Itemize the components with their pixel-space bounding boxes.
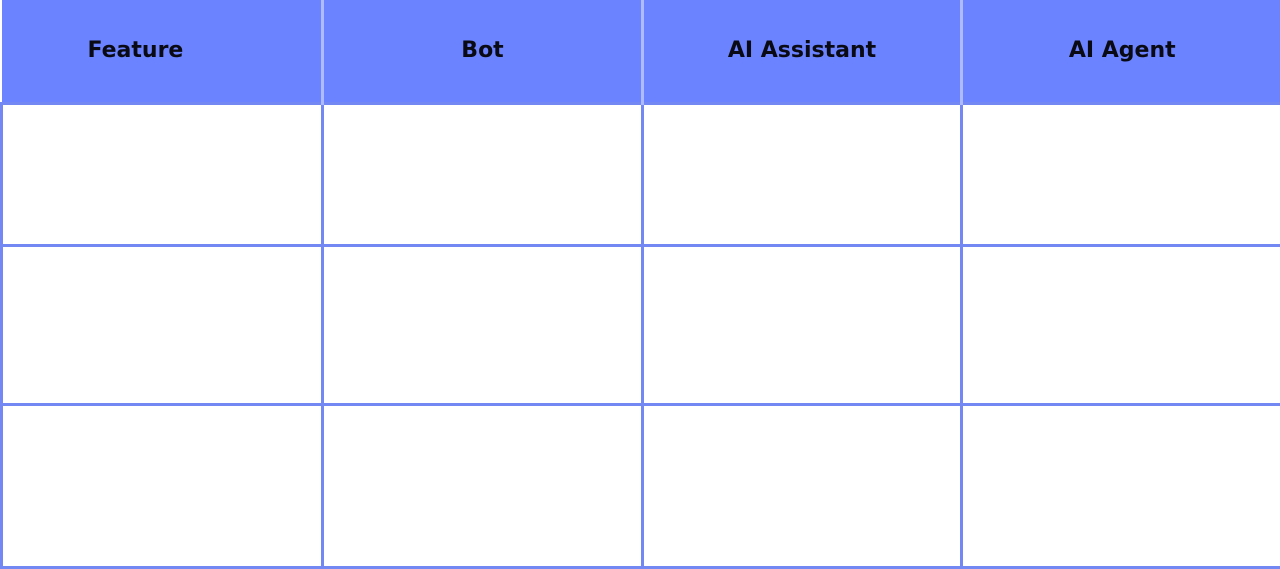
column-header-feature: Feature	[2, 0, 323, 103]
table-cell	[962, 404, 1280, 567]
column-header-ai-agent: AI Agent	[962, 0, 1280, 103]
table-cell	[962, 245, 1280, 404]
table-cell	[643, 245, 962, 404]
table-cell	[2, 404, 323, 567]
table-row	[2, 245, 1280, 404]
table-cell	[323, 103, 643, 245]
column-header-bot: Bot	[323, 0, 643, 103]
table-header: Feature Bot AI Assistant AI Agent	[2, 0, 1280, 103]
table-cell	[323, 245, 643, 404]
table-row	[2, 404, 1280, 567]
table-body	[2, 103, 1280, 567]
table-cell	[2, 103, 323, 245]
table-row	[2, 103, 1280, 245]
table-cell	[643, 404, 962, 567]
table-cell	[323, 404, 643, 567]
table-cell	[643, 103, 962, 245]
header-row: Feature Bot AI Assistant AI Agent	[2, 0, 1280, 103]
table-cell	[2, 245, 323, 404]
table-cell	[962, 103, 1280, 245]
column-header-ai-assistant: AI Assistant	[643, 0, 962, 103]
